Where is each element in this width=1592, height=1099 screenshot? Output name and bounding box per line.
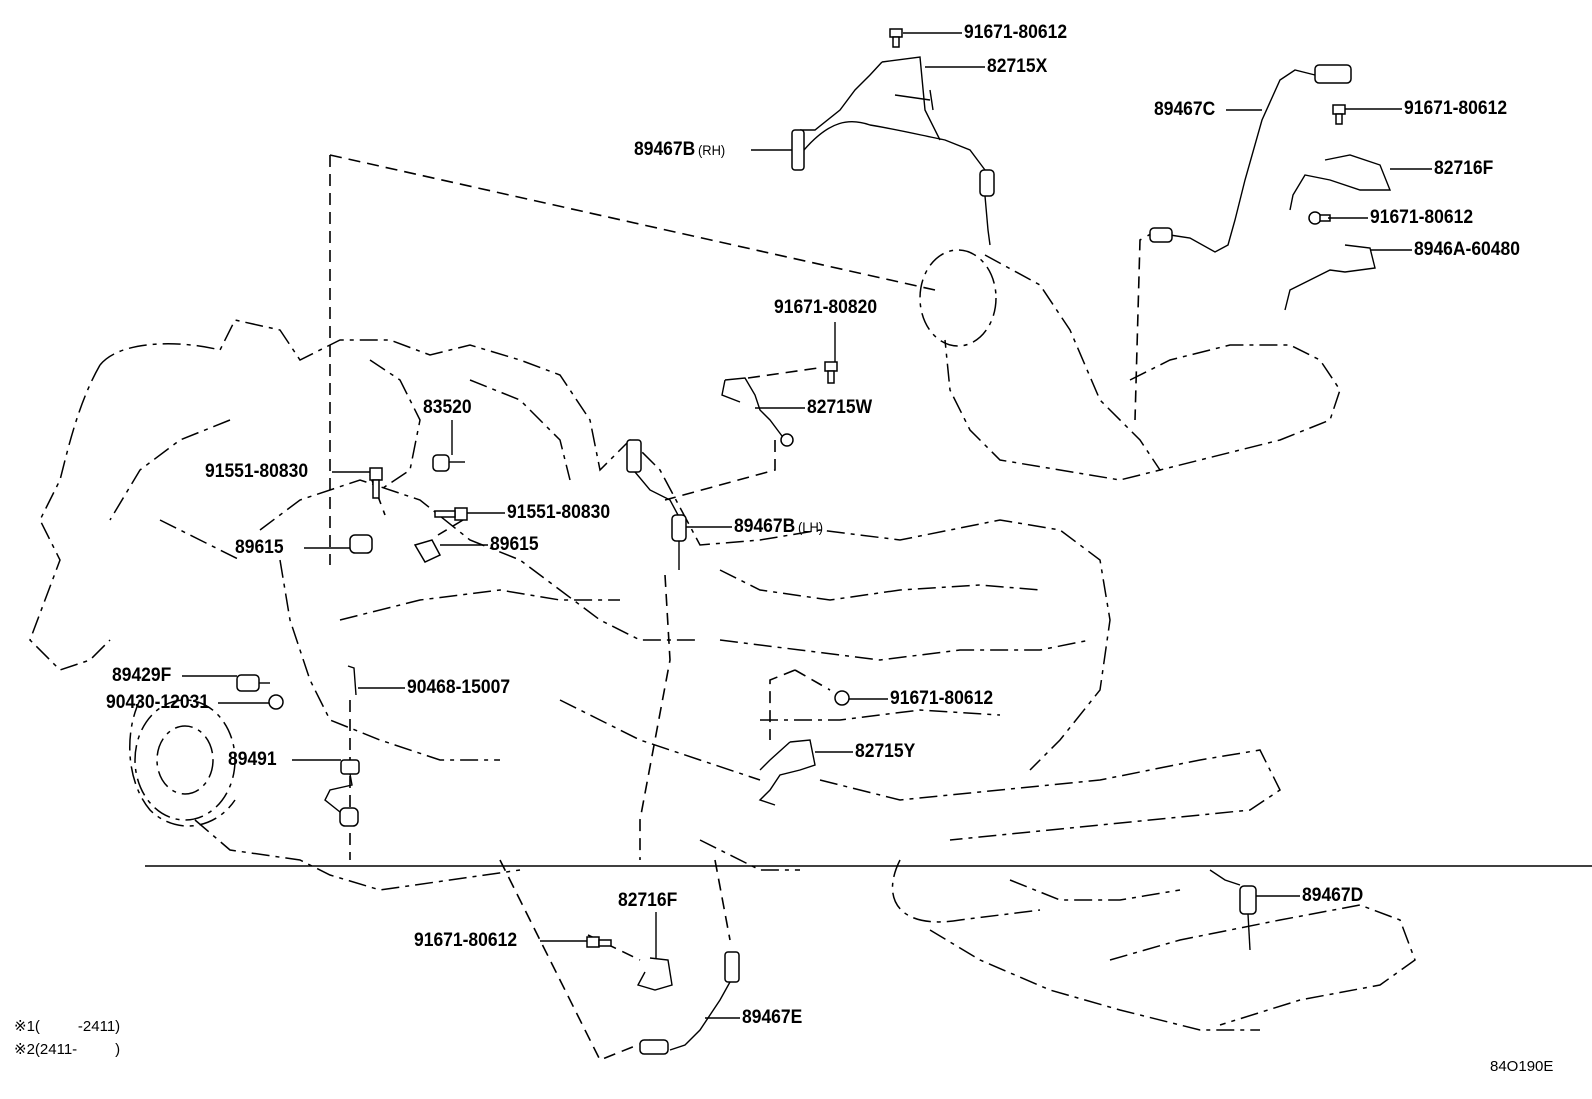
label-89467b-lh: 89467B(LH) <box>734 516 824 537</box>
label-89491: 89491 <box>228 749 277 770</box>
engine-assembly <box>29 319 1416 1031</box>
label-91671-80612-top: 91671-80612 <box>964 22 1068 43</box>
knock-sensor-89615-a <box>349 534 373 554</box>
bracket-82715y <box>758 739 816 806</box>
reference-leaders <box>329 154 1159 1062</box>
gasket-90430-12031 <box>268 694 284 710</box>
bolt-91671-80612-c1 <box>1332 104 1346 125</box>
bolt-91671-80612-mid <box>834 690 850 706</box>
label-89467c: 89467C <box>1154 99 1216 120</box>
label-82715y: 82715Y <box>855 741 916 762</box>
label-leaders <box>182 32 1432 1019</box>
clamp-90468-15007 <box>347 665 357 696</box>
label-90430-12031: 90430-12031 <box>106 692 210 713</box>
oxygen-sensor-89467d <box>1209 869 1257 951</box>
oxygen-sensor-89467b-rh <box>791 121 995 246</box>
bolt-91671-80612-top <box>889 28 903 48</box>
label-91551-80830-b: 91551-80830 <box>507 502 611 523</box>
label-89615-b: 89615 <box>490 534 539 555</box>
bracket-82715w <box>721 377 794 447</box>
label-89429f: 89429F <box>112 665 172 686</box>
sensor-89491 <box>324 759 360 827</box>
bolt-91671-80612-c2 <box>1308 211 1331 225</box>
bolt-91671-80820 <box>824 361 838 384</box>
oxygen-sensor-89467b-lh <box>626 439 687 570</box>
bolt-91551-80830-b <box>434 507 468 521</box>
figure-code: 84O190E <box>1490 1058 1554 1075</box>
bracket-82715x <box>800 56 941 141</box>
oxygen-sensor-89467c <box>1149 64 1352 253</box>
label-82716f-top: 82716F <box>1434 158 1494 179</box>
label-91671-80820: 91671-80820 <box>774 297 878 318</box>
bracket-82716f-bot <box>636 957 673 991</box>
label-91671-80612-bot: 91671-80612 <box>414 930 518 951</box>
label-89615-a: 89615 <box>235 537 284 558</box>
label-8946a-60480: 8946A-60480 <box>1414 239 1520 260</box>
label-89467d: 89467D <box>1302 885 1364 906</box>
front-catalytic-converter <box>919 249 1341 481</box>
switch-83520 <box>432 454 465 472</box>
label-83520: 83520 <box>423 397 472 418</box>
label-89467b-rh: 89467B(RH) <box>634 139 726 160</box>
bracket-8946a-60480 <box>1284 244 1376 311</box>
sensor-89429f <box>236 674 270 692</box>
label-91671-80612-c1: 91671-80612 <box>1404 98 1508 119</box>
label-91551-80830-a: 91551-80830 <box>205 461 309 482</box>
footnote-1: ※1(-2411) <box>14 1018 121 1035</box>
knock-sensor-89615-b <box>413 539 442 563</box>
bolt-91671-80612-bot <box>586 936 612 948</box>
label-82716f-bot: 82716F <box>618 890 678 911</box>
oxygen-sensor-89467e <box>639 951 740 1055</box>
label-82715w: 82715W <box>807 397 873 418</box>
bracket-82716f-top <box>1289 154 1392 211</box>
label-90468-15007: 90468-15007 <box>407 677 511 698</box>
label-89467e: 89467E <box>742 1007 803 1028</box>
label-91671-80612-c2: 91671-80612 <box>1370 207 1474 228</box>
footnote-2: ※2(2411-) <box>14 1041 121 1058</box>
label-82715x: 82715X <box>987 56 1048 77</box>
bolt-91551-80830-a <box>369 467 383 499</box>
label-91671-80612-mid: 91671-80612 <box>890 688 994 709</box>
